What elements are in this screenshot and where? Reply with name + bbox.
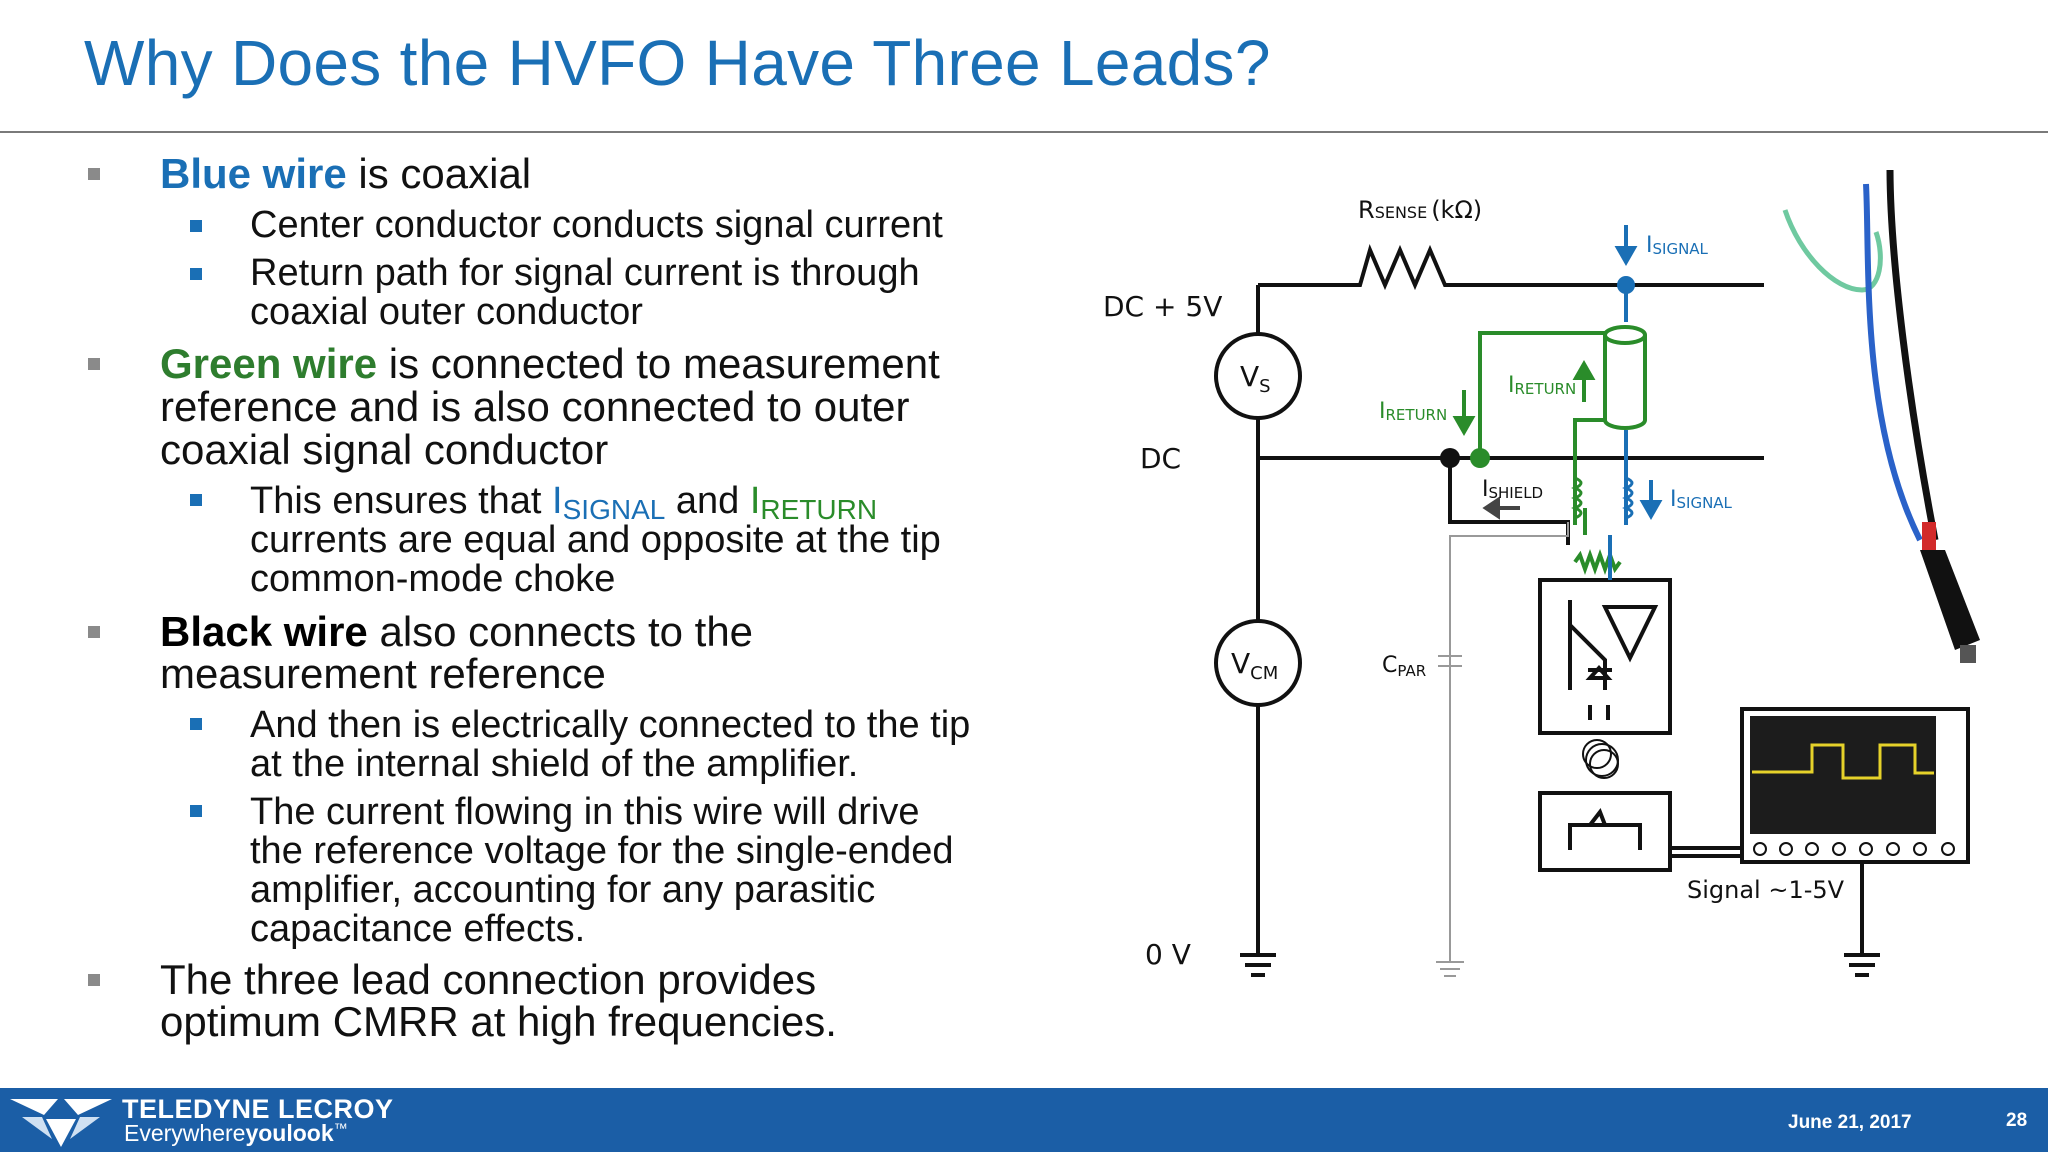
source-vs [1214,332,1302,420]
vs-label: VS [1240,360,1271,397]
sub-bullet-marker [190,494,202,506]
probe-photo [1782,170,1980,663]
sub-bullet-marker [190,220,202,232]
bullet-text: is coaxial [346,150,532,197]
bullet-text: is connected to measurement [377,340,940,387]
receiver-symbol [1568,807,1642,850]
black-wire-label: Black wire [160,608,368,655]
sub-bullet-text: The current flowing in this wire will dr… [250,791,920,833]
bullet-text: reference and is also connected to outer [160,383,910,430]
scope-waveform [1752,743,1934,780]
green-return-path [1478,331,1622,575]
sub-bullet-marker [190,268,202,280]
sub-bullet-text: This ensures that ISIGNAL and IRETURN [250,480,878,526]
sub-bullet-text-part: and [665,480,750,522]
sub-bullet-text-part: This ensures that [250,480,553,522]
bullet-text: measurement reference [160,650,606,697]
blue-wire-label: Blue wire [160,150,347,197]
sub-bullet-marker [190,718,202,730]
blue-choke [1622,476,1634,520]
bullet-green-wire: Green wire is connected to measurement [160,343,940,385]
bullet-list: Blue wire is coaxial Center conductor co… [0,0,1060,1080]
zero-v-label: 0 V [1145,938,1191,971]
fiber-loop [1582,739,1619,779]
ground-symbol-cpar [1436,522,1569,977]
tagline-part: Everywhere [124,1120,246,1146]
sub-bullet-text: common-mode choke [250,558,616,600]
cpar-label: CPAR [1382,653,1426,680]
ground-symbol-main [1240,953,1276,977]
bullet-text: also connects to the [367,608,754,655]
sub-bullet-text: amplifier, accounting for any parasitic [250,869,876,911]
sub-bullet-text: Return path for signal current is throug… [250,252,920,294]
bullet-text: coaxial signal conductor [160,426,609,473]
vcm-label: VCM [1231,647,1278,684]
arrow-isignal-top [1614,225,1638,267]
scope-buttons [1753,842,1955,856]
sub-bullet-text: capacitance effects. [250,908,586,950]
dc5v-label: DC + 5V [1103,290,1222,323]
brand-tagline: Everywhereyoulook™ [124,1120,348,1147]
dc-label: DC [1140,442,1181,475]
bullet-text: optimum CMRR at high frequencies. [160,998,837,1045]
sub-bullet-text: coaxial outer conductor [250,291,643,333]
sub-bullet-text: currents are equal and opposite at the t… [250,519,941,561]
trademark: ™ [333,1120,348,1136]
black-wiring [1256,244,1864,955]
sub-bullet-text: the reference voltage for the single-end… [250,830,954,872]
bullet-marker [88,358,100,370]
isignal-mid-label: ISIGNAL [1670,487,1733,512]
rsense-label: RSENSE(kΩ) [1358,196,1482,224]
coax-cable [1603,325,1647,430]
junction-signal [1617,276,1635,294]
arrow-ishield [1482,496,1520,520]
footer-bar [0,1088,2048,1152]
arrow-ireturn-coax [1572,359,1596,402]
isignal-symbol: I [552,480,563,522]
sub-bullet-text: Center conductor conducts signal current [250,204,943,246]
tagline-part-bold: youlook [245,1120,334,1146]
resistor-rsense [1350,244,1455,291]
junction-black [1440,448,1460,468]
slide-title: Why Does the HVFO Have Three Leads? [84,27,1271,99]
bullet-marker [88,974,100,986]
arrow-isignal-mid [1639,480,1663,521]
ground-symbol-scope [1844,953,1880,977]
isignal-subscript: SIGNAL [562,494,666,525]
bullet-marker [88,626,100,638]
slide-date: June 21, 2017 [1788,1112,1912,1133]
brand-name: TELEDYNE LECROY [122,1094,394,1124]
teledyne-logo-icon [10,1099,112,1147]
green-wire-label: Green wire [160,340,378,387]
title-divider [0,131,2048,133]
source-vcm [1214,619,1302,707]
oscilloscope-icon [1740,707,1970,864]
ireturn-left-label: IRETURN [1379,399,1447,424]
circuit-diagram: RSENSE(kΩ) DC + 5V DC 0 V VS VCM CPAR IS… [1103,170,1980,977]
amplifier-symbol [1568,600,1659,720]
bullet-text: The three lead connection provides [160,956,817,1003]
ireturn-subscript: RETURN [760,494,878,525]
bullet-blue-wire: Blue wire is coaxial [160,153,531,195]
bullet-marker [88,168,100,180]
ireturn-coax-label: IRETURN [1508,373,1576,398]
diagram-labels: RSENSE(kΩ) DC + 5V DC 0 V VS VCM CPAR IS… [1103,196,1845,971]
sub-bullet-marker [190,805,202,817]
junction-green [1470,448,1490,468]
arrow-ireturn-left [1452,390,1476,437]
isignal-top-label: ISIGNAL [1646,233,1709,258]
page-number: 28 [2006,1110,2028,1131]
sub-bullet-text: at the internal shield of the amplifier. [250,743,859,785]
signal-output-label: Signal ~1-5V [1687,876,1845,904]
green-choke [1571,476,1583,520]
bullet-black-wire: Black wire also connects to the [160,611,753,653]
ishield-label: ISHIELD [1482,477,1543,502]
sub-bullet-text: And then is electrically connected to th… [250,704,971,746]
ireturn-symbol: I [749,480,761,522]
